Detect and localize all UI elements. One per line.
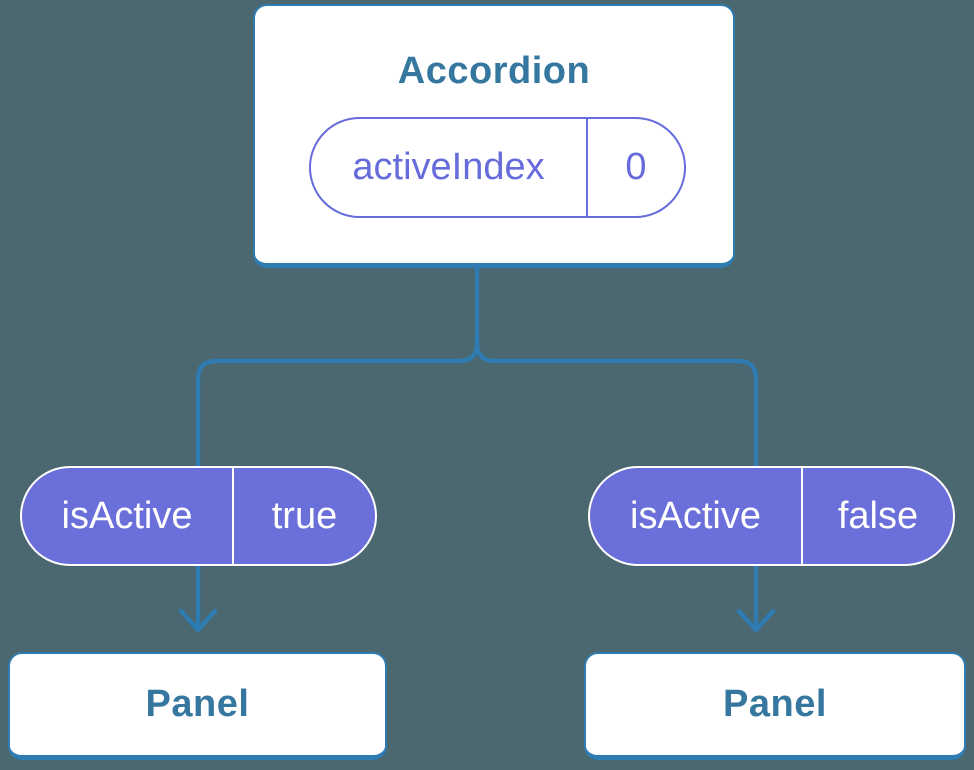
prop-pill-value: false: [837, 494, 919, 537]
prop-pill-is-active-false: isActive false: [588, 466, 955, 566]
prop-pill-is-active-true: isActive true: [20, 466, 377, 566]
state-pill-value: 0: [625, 146, 647, 188]
arrow-down-icon: [736, 608, 776, 633]
arrow-down-icon: [178, 608, 218, 633]
accordion-node: Accordion activeIndex 0: [253, 4, 735, 268]
state-pill: activeIndex 0: [309, 117, 686, 218]
accordion-node-title: Accordion: [397, 50, 591, 92]
panel-node-title: Panel: [145, 683, 250, 725]
connector-branch-right: [474, 340, 759, 632]
state-pill-label: activeIndex: [311, 119, 588, 216]
prop-pill-label: isActive: [22, 468, 234, 564]
connector-branch-left: [195, 263, 480, 632]
panel-node-right: Panel: [584, 652, 966, 760]
prop-pill-value: true: [271, 494, 338, 537]
prop-pill-label: isActive: [590, 468, 803, 564]
panel-node-title: Panel: [723, 683, 827, 725]
panel-node-left: Panel: [8, 652, 387, 760]
